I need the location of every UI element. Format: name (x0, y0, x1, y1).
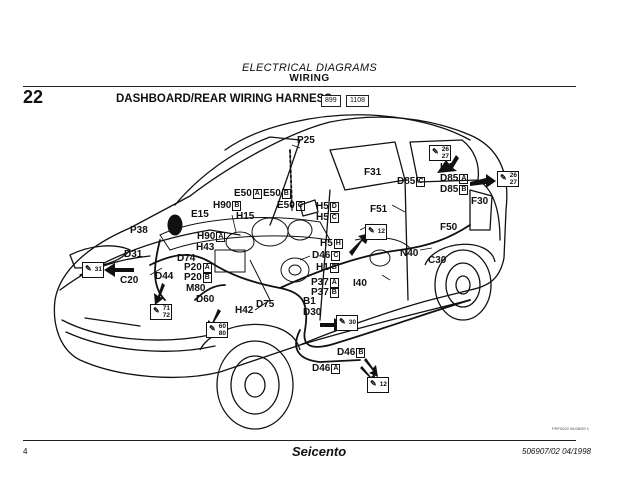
label-h15: H15 (236, 211, 255, 222)
page-ref-box-26-27-b: ✎26 27 (497, 171, 519, 187)
front-wheel (216, 340, 294, 430)
brand-logo: Seicento (292, 444, 347, 459)
arrow-d85b (470, 174, 496, 188)
arrow-d31 (104, 263, 134, 277)
label-i11: I11 (440, 162, 454, 173)
section-title: DASHBOARD/REAR WIRING HARNESS (116, 93, 332, 105)
rear-wheel (434, 249, 492, 321)
label-p38: P38 (130, 225, 148, 236)
header-rule (23, 86, 576, 87)
wrench-icon: ✎ (370, 379, 377, 388)
page-ref-box-31: ✎31 (82, 262, 104, 278)
label-d44: D44 (155, 271, 174, 282)
arrow-h5h (349, 233, 370, 256)
car-body-outline (53, 114, 508, 378)
label-m80: M80 (186, 283, 206, 294)
label-e15: E15 (191, 209, 209, 220)
ref-box-899: 899 (321, 95, 341, 107)
label-h42: H42 (235, 305, 254, 316)
page-ref-box-12-a: ✎12 (365, 224, 387, 240)
page-ref-box-30: ✎30 (336, 315, 358, 331)
label-d75: D75 (256, 299, 275, 310)
label-d60: D60 (196, 294, 215, 305)
label-i40: I40 (353, 278, 367, 289)
wiring-harness (149, 149, 471, 363)
header-subtitle: WIRING (289, 73, 330, 84)
footer-rule (23, 440, 576, 441)
page-ref-box-71-72: ✎71 72 (150, 304, 172, 320)
label-f50: F50 (440, 222, 458, 233)
label-c20: C20 (120, 275, 139, 286)
page-ref-box-60-80: ✎60 80 (206, 322, 228, 338)
label-p25: P25 (297, 135, 315, 146)
label-h43: H43 (196, 242, 215, 253)
label-n40: N40 (400, 248, 419, 259)
wrench-icon: ✎ (85, 264, 92, 273)
arrow-i11 (437, 155, 459, 173)
page-ref-box-26-27-a: ✎26 27 (429, 145, 451, 161)
label-d31: D31 (124, 249, 143, 260)
label-f31: F31 (364, 167, 382, 178)
drawing-code: PRF0620 06/08/99 1 (552, 426, 589, 431)
wrench-icon: ✎ (432, 147, 439, 156)
label-d30: D30 (303, 307, 322, 318)
document-code: 506907/02 04/1998 (522, 447, 591, 456)
wrench-icon: ✎ (153, 306, 160, 315)
speaker-grille (167, 214, 183, 236)
arrow-d44 (154, 283, 165, 305)
header-title: ELECTRICAL DIAGRAMS (241, 62, 378, 74)
label-b1: B1 (303, 296, 316, 307)
wrench-icon: ✎ (368, 226, 375, 235)
label-d74: D74 (177, 253, 196, 264)
wrench-icon: ✎ (209, 324, 216, 333)
arrow-d46b (364, 358, 378, 377)
wrench-icon: ✎ (339, 317, 346, 326)
section-number: 22 (23, 87, 44, 107)
label-f51: F51 (370, 204, 388, 215)
page-ref-box-12-b: ✎12 (367, 377, 389, 393)
page-number: 4 (23, 447, 28, 456)
ref-box-1108: 1108 (346, 95, 370, 107)
label-c30: C30 (428, 255, 447, 266)
wheels (199, 243, 496, 430)
label-f30: F30 (471, 196, 489, 207)
wrench-icon: ✎ (500, 173, 507, 182)
